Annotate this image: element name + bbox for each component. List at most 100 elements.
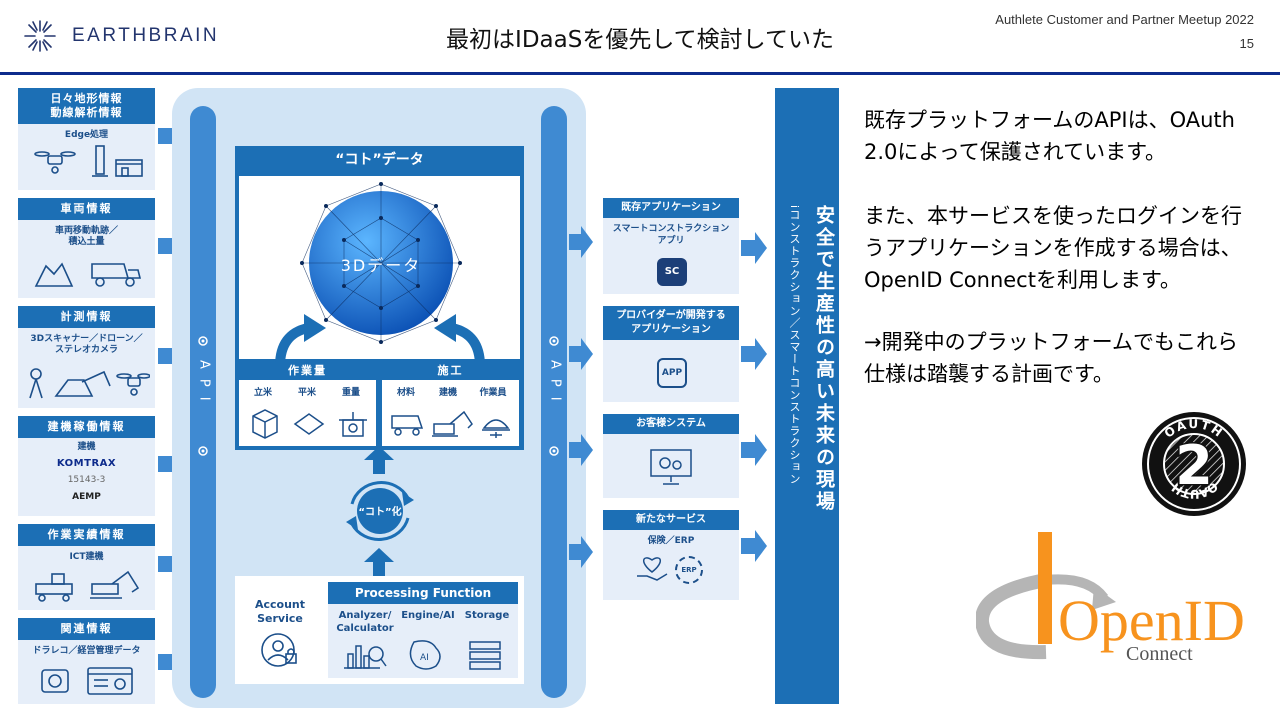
card-subtitle: ドラレコ／経営管理データ: [32, 646, 141, 656]
card-title: 計測情報: [18, 306, 155, 328]
earthbrain-logo-icon: [24, 20, 56, 52]
gear-icon: [198, 446, 208, 456]
paragraph-openid: また、本サービスを使ったログインを行うアプリケーションを作成する場合は、Open…: [864, 204, 1242, 292]
card-title: 建機稼働情報: [18, 416, 155, 438]
left-card-terrain: 日々地形情報 動線解析情報 Edge処理: [18, 88, 155, 190]
koto-ka-label: “コト”化: [358, 507, 402, 518]
workload-title: 作業量: [239, 362, 376, 380]
openid-connect-text: Connect: [1126, 643, 1193, 665]
page-number: 15: [1239, 36, 1254, 51]
insurance-heart-icon: [637, 557, 668, 581]
logo-text: EARTHBRAIN: [72, 25, 220, 46]
construction-box: 施工 材料 建機 作業員: [382, 362, 519, 446]
komtrax-logo: KOMTRAX: [56, 458, 117, 469]
svg-text:OAUTH: OAUTH: [1168, 479, 1221, 501]
workload-item: 重量: [341, 388, 360, 398]
construction-item: 材料: [396, 388, 415, 398]
app-card-title: 新たなサービス: [603, 510, 739, 530]
svg-text:AI: AI: [420, 653, 429, 663]
app-icon: APP: [657, 358, 687, 388]
api-bar-right: [541, 106, 567, 698]
construction-item: 作業員: [479, 388, 507, 398]
workload-box: 作業量 立米 平米 重量: [239, 362, 376, 446]
left-card-vehicle: 車両情報 車両移動軌跡／ 積込土量: [18, 198, 155, 298]
output-arrows: [569, 226, 593, 568]
gear-icon: [198, 336, 208, 346]
analyzer-ai-storage-icon: AI: [344, 640, 501, 670]
curved-arrow-icon: [275, 314, 326, 366]
card-subtitle: 建機: [77, 442, 96, 452]
event-name: Authlete Customer and Partner Meetup 202…: [995, 12, 1254, 27]
api-letter: API: [196, 360, 212, 411]
erp-icon: ERP: [675, 556, 703, 584]
account-user-icon: [261, 633, 297, 667]
paragraph-plan: →開発中のプラットフォームでもこれら仕様は踏襲する計画です。: [864, 330, 1238, 386]
app-card-subtitle: スマートコンストラクション アプリ: [612, 224, 730, 246]
left-card-machine-operation: 建機稼働情報 建機 KOMTRAX 15143-3 AEMP: [18, 416, 155, 516]
3d-data-sphere: [300, 182, 462, 344]
app-card-existing: 既存アプリケーション スマートコンストラクション アプリ SC: [603, 198, 739, 294]
header-rule: [0, 72, 1280, 75]
card-title: 日々地形情報 動線解析情報: [18, 88, 155, 124]
card-subtitle: 3Dスキャナー／ドローン／ ステレオカメラ: [30, 334, 143, 356]
processing-title: Processing Function: [328, 582, 518, 604]
cube-area-scale-icon: [252, 409, 367, 439]
app-card-title: プロバイダーが開発する アプリケーション: [603, 306, 739, 340]
oauth-number: 2: [1175, 434, 1213, 497]
paragraph-oauth: 既存プラットフォームのAPIは、OAuth 2.0によって保護されています。: [864, 108, 1235, 164]
api-letter: API: [547, 360, 563, 411]
app-card-new-service: 新たなサービス 保険／ERP ERP: [603, 510, 739, 600]
card-title: 作業実績情報: [18, 524, 155, 546]
monitor-gear-icon: [650, 449, 692, 485]
future-site-bar: [775, 88, 839, 704]
gear-icon: [549, 446, 559, 456]
future-site-subtitle: iコンストラクション／スマートコンストラクション: [788, 205, 801, 486]
left-card-work-results: 作業実績情報 ICT建機: [18, 524, 155, 610]
card-title: 関連情報: [18, 618, 155, 640]
slide-title: 最初はIDaaSを優先して検討していた: [446, 27, 834, 53]
brand-logo: EARTHBRAIN: [22, 18, 219, 54]
sc-app-icon: SC: [657, 258, 687, 286]
workload-item: 平米: [297, 388, 316, 398]
processing-item: Storage: [464, 610, 510, 621]
api-label-left: API: [190, 360, 216, 411]
openid-connect-logo: OpenID Connect: [976, 532, 1245, 665]
workload-item: 立米: [253, 388, 272, 398]
card-subtitle: ICT建機: [69, 552, 104, 562]
final-arrows: [741, 232, 767, 562]
api-label-right: API: [541, 360, 567, 411]
koto-data-header: “コト”データ: [335, 152, 424, 168]
oauth2-logo: OAUTH OAUTH 2: [1142, 412, 1246, 516]
app-card-customer: お客様システム: [603, 414, 739, 498]
up-arrow-icon: [364, 548, 394, 576]
api-bar-left: [190, 106, 216, 698]
iso-label: 15143-3: [67, 475, 106, 485]
sphere-label: 3Dデータ: [340, 256, 422, 275]
construction-title: 施工: [382, 362, 519, 380]
ict-machine-icon: [35, 570, 140, 602]
dump-truck-icon: [34, 262, 142, 287]
app-card-provider: プロバイダーが開発する アプリケーション APP: [603, 306, 739, 402]
gear-icon: [549, 336, 559, 346]
app-card-title: お客様システム: [603, 414, 739, 434]
dashcam-dashboard-icon: [41, 667, 133, 695]
left-card-related: 関連情報 ドラレコ／経営管理データ: [18, 618, 155, 704]
app-card-subtitle: 保険／ERP: [647, 536, 695, 546]
aemp-logo: AEMP: [72, 492, 101, 502]
card-title: 車両情報: [18, 198, 155, 220]
scanner-drone-icon: [29, 368, 150, 399]
card-subtitle: 車両移動軌跡／ 積込土量: [54, 226, 118, 248]
processing-item: Engine/AI: [401, 610, 455, 621]
account-service-label: Account Service: [254, 598, 306, 626]
left-card-measurement: 計測情報 3Dスキャナー／ドローン／ ステレオカメラ: [18, 306, 155, 408]
processing-item: Analyzer/ Calculator: [336, 610, 394, 634]
oauth-ring-text-bottom: OAUTH: [1168, 479, 1221, 501]
openid-wordmark: OpenID: [1058, 588, 1245, 653]
construction-item: 建機: [438, 388, 457, 398]
curved-arrow-icon: [434, 314, 485, 366]
future-site-title: 安全で生産性の高い未来の現場: [813, 205, 835, 513]
cycle-arrows-icon: [346, 481, 414, 541]
app-card-title: 既存アプリケーション: [603, 198, 739, 218]
card-subtitle: Edge処理: [64, 130, 109, 140]
